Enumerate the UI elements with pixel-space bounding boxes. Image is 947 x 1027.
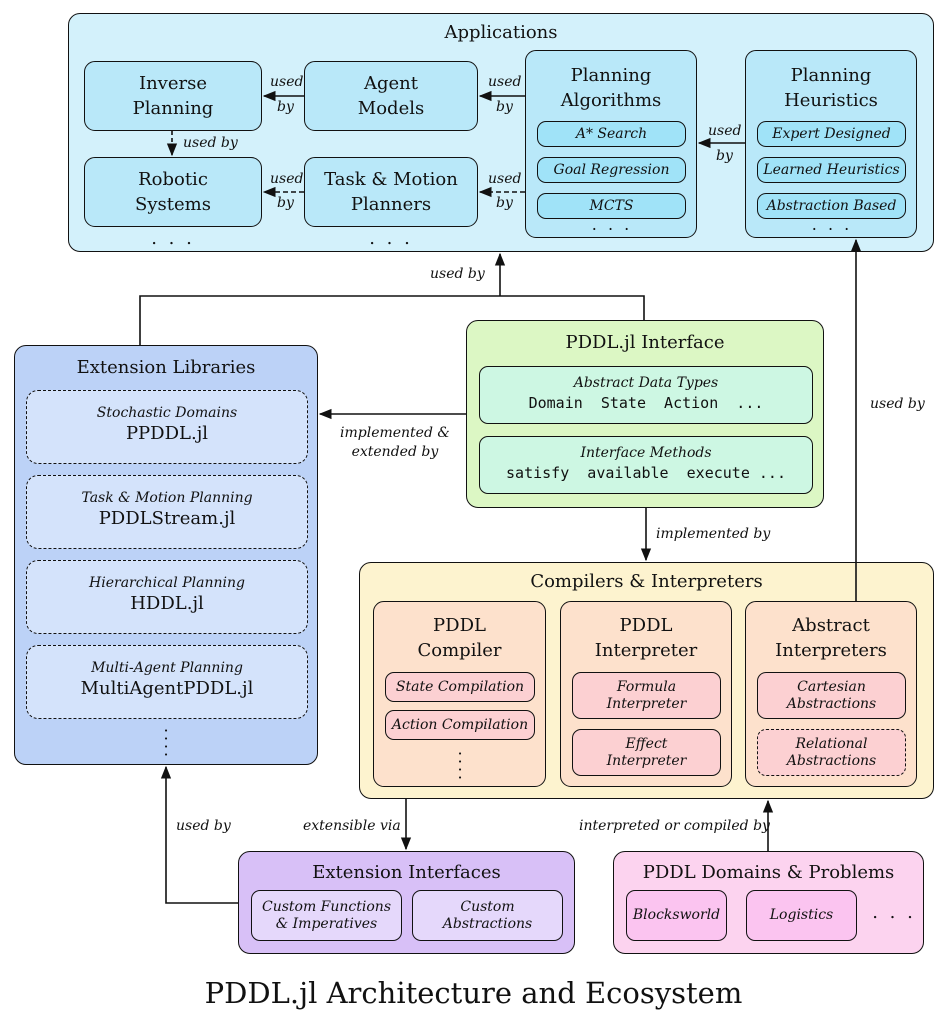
edge-label-used-3: used [708,123,742,139]
library-multiagentpddl-name: MultiAgentPDDL.jl [80,678,254,699]
abstract-data-types-list: Domain State Action ... [528,394,764,412]
agent-models-box: Agent Models [304,61,478,131]
edge-label-used-2b: used [488,171,522,187]
abstract-interpreters-box: Abstract Interpreters Cartesian Abstract… [745,601,917,787]
edge-label-used-1a: used [270,74,304,90]
libraries-vertical-ellipsis: ···· [163,721,169,764]
domains-problems-panel: PDDL Domains & Problems Blocksworld Logi… [613,851,924,954]
edge-label-used-1b: used [488,74,522,90]
task-motion-planners-box: Task & Motion Planners [304,157,478,227]
algorithms-ellipsis: . . . [591,215,633,234]
pddl-interface-title: PDDL.jl Interface [565,332,725,353]
domain-logistics: Logistics [746,890,857,941]
edge-label-implemented-by: implemented by [656,526,771,542]
custom-functions-imperatives: Custom Functions & Imperatives [251,890,402,941]
edge-label-used-by-libraries: used by [176,818,231,834]
robotic-systems-box: Robotic Systems [84,157,262,227]
algorithm-goal-regression: Goal Regression [537,157,686,183]
library-pddlstream: Task & Motion Planning PDDLStream.jl [26,475,308,549]
edge-label-interpreted-compiled: interpreted or compiled by [579,818,770,834]
library-pddlstream-name: PDDLStream.jl [98,508,236,529]
extension-interfaces-title: Extension Interfaces [312,862,501,883]
compilers-interpreters-title: Compilers & Interpreters [530,571,763,592]
interface-methods-label: Interface Methods [580,445,712,461]
edge-label-by-1a: by [277,99,294,115]
task-motion-planners-label: Task & Motion Planners [324,169,458,215]
relational-abstractions: Relational Abstractions [757,729,906,776]
planning-heuristics-title: Planning Heuristics [784,65,878,111]
heuristic-abstraction-based: Abstraction Based [757,193,906,219]
pddl-interface-panel: PDDL.jl Interface Abstract Data Types Do… [466,320,824,508]
library-multiagentpddl: Multi-Agent Planning MultiAgentPDDL.jl [26,645,308,719]
abstract-data-types-box: Abstract Data Types Domain State Action … [479,366,813,424]
heuristics-ellipsis: . . . [811,215,853,234]
library-hddl-sub: Hierarchical Planning [89,575,245,591]
planning-algorithms-box: Planning Algorithms A* Search Goal Regre… [525,50,697,238]
library-ppddl: Stochastic Domains PPDDL.jl [26,390,308,464]
edge-label-by-3: by [716,148,733,164]
compiler-vertical-ellipsis: ···· [457,744,463,787]
interface-methods-box: Interface Methods satisfy available exec… [479,436,813,494]
extension-interfaces-panel: Extension Interfaces Custom Functions & … [238,851,575,954]
edge-label-extensible-via: extensible via [303,818,401,834]
library-pddlstream-sub: Task & Motion Planning [81,490,253,506]
applications-title: Applications [444,22,558,43]
algorithm-a-star: A* Search [537,121,686,147]
edge-label-by-2a: by [277,195,294,211]
action-compilation: Action Compilation [385,710,535,740]
pddl-interpreter-box: PDDL Interpreter Formula Interpreter Eff… [560,601,732,787]
heuristic-expert-designed: Expert Designed [757,121,906,147]
extension-libraries-title: Extension Libraries [76,357,256,378]
abstract-data-types-label: Abstract Data Types [573,375,719,391]
edge-label-used-by-heuristics: used by [870,396,925,412]
library-ppddl-name: PPDDL.jl [125,423,209,444]
agent-models-label: Agent Models [357,73,425,119]
domain-blocksworld: Blocksworld [626,890,727,941]
pddl-interpreter-title: PDDL Interpreter [594,615,698,661]
edge-label-by-2b: by [496,195,513,211]
effect-interpreter: Effect Interpreter [572,729,721,776]
domains-ellipsis: . . . [872,902,916,923]
figure-caption: PDDL.jl Architecture and Ecosystem [204,976,743,1010]
edge-label-used-2a: used [270,171,304,187]
pddl-compiler-title: PDDL Compiler [417,615,502,661]
edge-label-used-by-apps: used by [430,266,485,282]
library-multiagentpddl-sub: Multi-Agent Planning [91,660,243,676]
robotic-systems-label: Robotic Systems [135,169,211,215]
algorithm-mcts: MCTS [537,193,686,219]
heuristic-learned: Learned Heuristics [757,157,906,183]
robotic-ellipsis: . . . [151,228,195,249]
formula-interpreter: Formula Interpreter [572,672,721,719]
edge-label-by-1b: by [496,99,513,115]
interface-methods-list: satisfy available execute ... [506,464,786,482]
planning-heuristics-box: Planning Heuristics Expert Designed Lear… [745,50,917,238]
library-hddl: Hierarchical Planning HDDL.jl [26,560,308,634]
abstract-interpreters-title: Abstract Interpreters [775,615,887,661]
domains-problems-title: PDDL Domains & Problems [642,862,895,883]
inverse-planning-box: Inverse Planning [84,61,262,131]
planning-algorithms-title: Planning Algorithms [560,65,662,111]
task-motion-ellipsis: . . . [369,228,413,249]
library-hddl-name: HDDL.jl [130,593,204,614]
cartesian-abstractions: Cartesian Abstractions [757,672,906,719]
pddl-compiler-box: PDDL Compiler State Compilation Action C… [373,601,546,787]
library-ppddl-sub: Stochastic Domains [96,405,238,421]
state-compilation: State Compilation [385,672,535,702]
inverse-planning-label: Inverse Planning [132,73,214,119]
edge-label-used-by-inverse-robotic: used by [183,135,238,151]
custom-abstractions: Custom Abstractions [412,890,563,941]
edge-label-implemented-extended: implemented & extended by [340,425,450,460]
